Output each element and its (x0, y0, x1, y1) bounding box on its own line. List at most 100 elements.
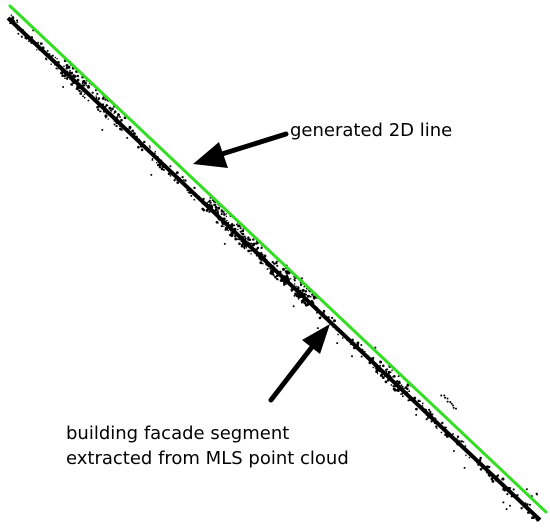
cloud-point (341, 337, 344, 339)
cloud-point (107, 118, 109, 120)
cloud-point (370, 357, 373, 359)
cloud-point (443, 394, 446, 397)
cloud-point (323, 315, 326, 318)
cloud-point (273, 262, 276, 265)
cloud-point (346, 338, 349, 341)
cloud-point (383, 374, 386, 377)
cloud-point (51, 54, 54, 57)
cloud-point (351, 342, 354, 345)
cloud-point (478, 460, 481, 462)
cloud-point (224, 223, 226, 225)
cloud-point (99, 110, 101, 113)
cloud-point (286, 272, 289, 275)
cloud-point (280, 277, 284, 281)
cloud-point (186, 189, 189, 192)
cloud-point (429, 412, 432, 416)
cloud-point (247, 238, 250, 241)
cloud-point (403, 387, 405, 390)
cloud-point (223, 242, 226, 245)
cloud-point (107, 112, 111, 116)
cloud-point (293, 278, 296, 281)
cloud-point (224, 221, 226, 223)
cloud-point (431, 413, 434, 416)
cloud-point (452, 406, 455, 409)
cloud-point (444, 433, 448, 437)
cloud-point (519, 500, 522, 503)
cloud-point (243, 235, 246, 238)
cloud-point (261, 253, 264, 256)
cloud-point (76, 78, 80, 82)
cloud-point (398, 381, 401, 385)
cloud-point (139, 145, 143, 148)
cloud-point (504, 487, 508, 490)
cloud-point (501, 485, 504, 488)
cloud-point (287, 282, 290, 285)
cloud-point (387, 372, 391, 375)
cloud-point (102, 107, 104, 110)
cloud-point (440, 431, 443, 434)
cloud-point (104, 98, 107, 101)
generated-line-label: generated 2D line (290, 120, 453, 141)
cloud-point (449, 401, 452, 403)
cloud-point (371, 361, 374, 364)
cloud-point (193, 186, 196, 190)
cloud-point (400, 384, 403, 387)
cloud-point (356, 341, 360, 345)
cloud-point (487, 473, 491, 477)
cloud-point (343, 334, 347, 337)
cloud-point (516, 493, 519, 497)
cloud-point (201, 207, 204, 211)
cloud-point (82, 95, 84, 98)
cloud-point (367, 355, 370, 357)
cloud-point (11, 16, 15, 20)
cloud-point (524, 502, 527, 505)
cloud-point (426, 411, 429, 415)
cloud-point (149, 147, 151, 149)
cloud-point (401, 392, 404, 395)
cloud-point (119, 116, 121, 118)
cloud-point (336, 342, 339, 345)
cloud-point (512, 488, 515, 491)
cloud-point (297, 298, 299, 300)
cloud-point (383, 371, 386, 374)
cloud-point (525, 507, 529, 511)
cloud-point (96, 101, 99, 104)
cloud-point (208, 199, 211, 202)
cloud-point (315, 312, 318, 314)
cloud-point (115, 121, 119, 124)
cloud-point (291, 286, 295, 290)
cloud-point (408, 395, 411, 398)
cloud-point (109, 114, 112, 117)
cloud-point (476, 461, 478, 464)
cloud-point (337, 333, 339, 336)
cloud-point (236, 238, 239, 240)
cloud-point (70, 71, 73, 75)
cloud-point (379, 360, 383, 364)
cloud-point (169, 165, 172, 168)
cloud-point (97, 108, 100, 111)
cloud-point (404, 394, 406, 396)
cloud-point (95, 96, 98, 99)
cloud-point (452, 404, 454, 407)
cloud-point (312, 295, 315, 298)
cloud-point (70, 83, 73, 86)
cloud-point (223, 225, 225, 227)
cloud-point (527, 511, 530, 514)
cloud-point (78, 89, 81, 93)
cloud-point (229, 226, 232, 229)
cloud-point (522, 505, 525, 508)
cloud-point (252, 238, 255, 241)
facade-segment-label: building facade segment extracted from M… (66, 421, 349, 471)
cloud-point (83, 88, 86, 91)
cloud-point (260, 258, 263, 262)
cloud-point (247, 249, 250, 253)
cloud-point (464, 445, 467, 447)
cloud-point (300, 277, 303, 280)
cloud-point (406, 384, 410, 387)
cloud-point (217, 222, 219, 224)
cloud-point (176, 179, 179, 181)
cloud-point (30, 38, 33, 41)
cloud-point (13, 20, 16, 23)
cloud-point (287, 279, 290, 282)
cloud-point (81, 80, 85, 83)
